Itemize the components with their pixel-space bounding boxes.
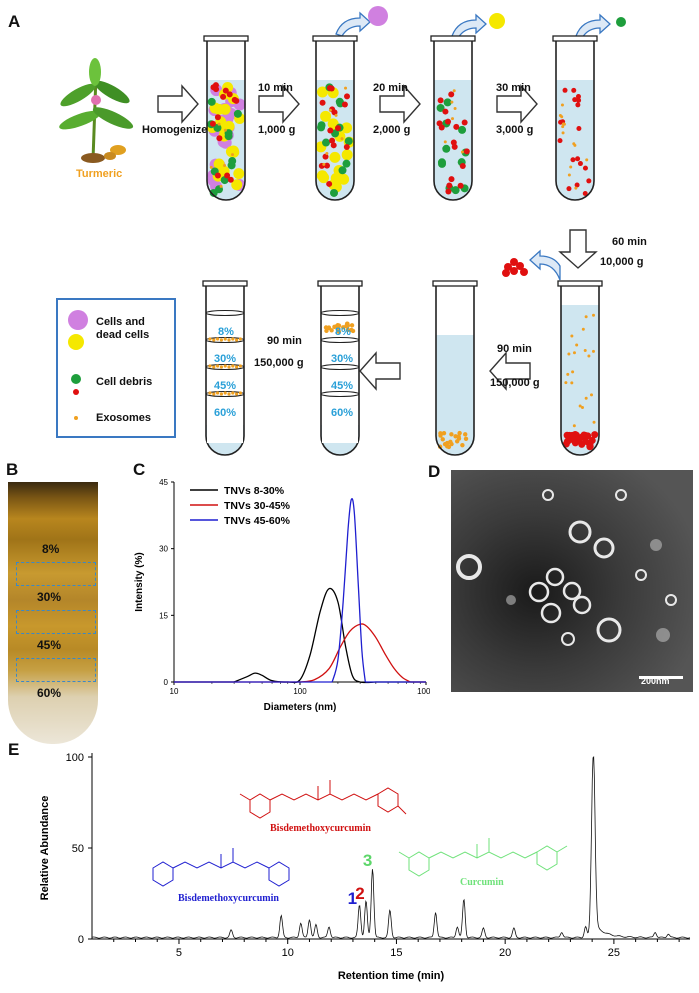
compound-label-red: Bisdemethoxycurcumin <box>270 823 371 834</box>
step4-force: 10,000 g <box>600 256 644 268</box>
step3-time: 30 min <box>496 82 531 94</box>
c-legend-label: TNVs 45-60% <box>224 515 291 527</box>
e-trace-line <box>91 755 691 939</box>
b-layer-60: 60% <box>37 686 62 700</box>
panel-label-e: E <box>8 740 20 759</box>
legend-cells: Cells and dead cells <box>96 316 150 341</box>
tube-a3 <box>430 35 476 201</box>
e-ytick-label: 50 <box>72 843 84 855</box>
panel-label-b: B <box>6 460 19 479</box>
panel-label-c: C <box>133 460 146 479</box>
legend-exosomes: Exosomes <box>96 412 152 424</box>
e-xlabel: Retention time (min) <box>338 970 445 982</box>
c-series-line <box>299 623 411 683</box>
tube-b4 <box>557 280 603 456</box>
e-xtick-label: 15 <box>390 947 402 959</box>
tubes-top-row <box>203 35 598 201</box>
step1-force: 1,000 g <box>258 124 296 136</box>
step3-force: 3,000 g <box>496 124 534 136</box>
tube-a2 <box>312 35 358 201</box>
e-peak-label: 2 <box>355 884 364 903</box>
tube2-layer-60: 60% <box>331 407 354 419</box>
e-xtick-label: 10 <box>282 947 294 959</box>
tube1-layer-8: 8% <box>218 326 234 338</box>
structure-bisdemethoxy-blue-icon <box>152 848 290 887</box>
e-ytick-label: 0 <box>78 934 84 946</box>
e-ytick-label: 100 <box>66 752 84 764</box>
tube2-layer-8: 8% <box>335 326 351 338</box>
compound-label-green: Curcumin <box>460 877 504 888</box>
homogenize-label: Homogenize <box>142 124 208 136</box>
e-xtick-label: 5 <box>176 947 182 959</box>
c-ytick-label: 0 <box>164 678 169 687</box>
c-xtick-label: 100 <box>293 687 307 696</box>
c-ytick-label: 45 <box>159 478 168 487</box>
tube-a1 <box>203 35 249 201</box>
tube2-layer-30: 30% <box>331 353 354 365</box>
legend-box: Cells and dead cells Cell debris Exosome… <box>56 298 176 438</box>
tube-b1 <box>202 280 248 456</box>
step6-force: 150,000 g <box>254 357 304 369</box>
turmeric-label: Turmeric <box>76 168 123 180</box>
step2-force: 2,000 g <box>373 124 411 136</box>
c-ytick-label: 30 <box>159 545 168 554</box>
structure-bisdemethoxy-red-icon <box>239 780 407 819</box>
step6-time: 90 min <box>267 335 302 347</box>
b-layer-45: 45% <box>37 638 62 652</box>
curved-arrows <box>335 11 611 281</box>
tube2-layer-45: 45% <box>331 380 354 392</box>
step1-time: 10 min <box>258 82 293 94</box>
e-xtick-label: 25 <box>608 947 620 959</box>
c-xtick-label: 1000 <box>417 687 430 696</box>
tube-a4 <box>552 35 598 201</box>
b-layer-30: 30% <box>37 590 62 604</box>
panel-a-schematic <box>59 6 626 456</box>
tube-b2 <box>317 280 363 456</box>
tube1-layer-60: 60% <box>214 407 237 419</box>
c-xtick-label: 10 <box>170 687 179 696</box>
c-ylabel: Intensity (%) <box>134 552 145 611</box>
c-series-line <box>331 497 366 683</box>
c-ytick-label: 15 <box>159 611 168 620</box>
e-peak-label: 1 <box>348 889 357 908</box>
turmeric-plant-icon <box>59 58 134 163</box>
step2-time: 20 min <box>373 82 408 94</box>
e-ylabel: Relative Abundance <box>39 796 51 901</box>
panel-d-tem-image: 200nm <box>451 470 693 692</box>
step5-force: 150,000 g <box>490 377 540 389</box>
c-xlabel: Diameters (nm) <box>264 702 337 713</box>
panel-c-size-distribution-chart: 0 15 30 45 10 100 1000Diameters (nm) Intensity … <box>134 478 430 713</box>
panel-label-d: D <box>428 462 441 481</box>
legend-debris: Cell debris <box>96 376 153 388</box>
step5-time: 90 min <box>497 343 532 355</box>
b-layer-8: 8% <box>42 542 60 556</box>
structure-curcumin-green-icon <box>398 838 568 877</box>
panel-b-tube-photo: 8% 30% 45% 60% <box>8 482 98 744</box>
e-xtick-label: 20 <box>499 947 511 959</box>
c-legend-label: TNVs 8-30% <box>224 485 285 497</box>
tube-b3 <box>432 280 478 456</box>
compound-label-blue: Bisdemethoxycurcumin <box>178 893 279 904</box>
scalebar-label: 200nm <box>641 676 670 686</box>
c-legend-label: TNVs 30-45% <box>224 500 291 512</box>
tubes-bottom-row <box>202 280 603 456</box>
e-peak-label: 3 <box>363 851 372 870</box>
tube1-layer-45: 45% <box>214 380 237 392</box>
c-series-line <box>233 587 376 684</box>
process-arrows <box>157 84 598 391</box>
tube1-layer-30: 30% <box>214 353 237 365</box>
panel-label-a: A <box>8 12 21 31</box>
step4-time: 60 min <box>612 236 647 248</box>
